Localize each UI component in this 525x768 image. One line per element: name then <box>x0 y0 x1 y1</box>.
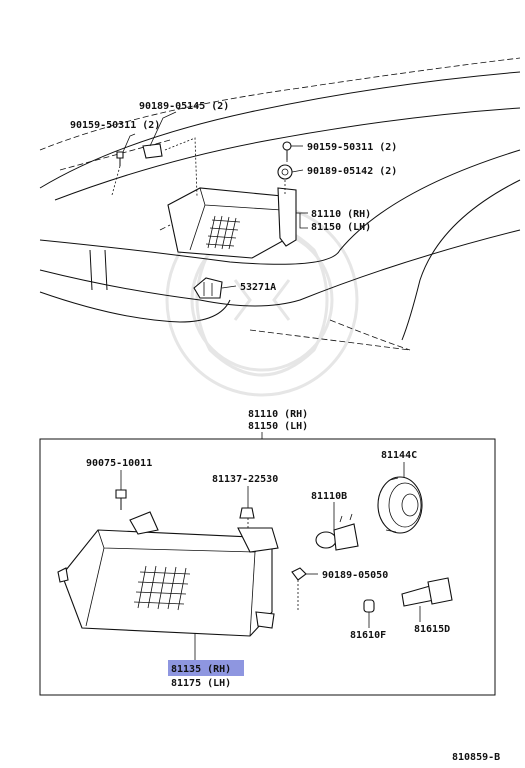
label-socket: 81615D <box>414 624 450 635</box>
socket-cover-81144c-icon <box>377 476 423 534</box>
label-retainer: 81137-22530 <box>212 474 278 485</box>
bulb-81610f-icon <box>363 599 375 613</box>
bracket-53271a-icon <box>193 277 223 299</box>
label-bolt-left: 90159-50311 (2) <box>70 120 160 131</box>
highlight-box <box>168 660 244 676</box>
screw-90075-icon <box>115 489 127 510</box>
label-lens-lh: 81175 (LH) <box>171 678 231 689</box>
label-clip-right: 90189-05142 (2) <box>307 166 397 177</box>
label-bulb-small: 81610F <box>350 630 386 641</box>
label-clip-left: 90189-05145 (2) <box>139 101 229 112</box>
figure-number: 810859-B <box>452 752 500 763</box>
label-lens-rh[interactable]: 81135 (RH) <box>171 664 231 675</box>
bulb-81110b-icon <box>315 513 359 551</box>
label-headlamp-rh: 81110 (RH) <box>311 209 371 220</box>
upper-bolt-left-icon <box>116 151 124 166</box>
socket-81615d-icon <box>401 577 453 607</box>
lower-headlamp-assembly <box>57 511 279 637</box>
label-headlamp-lh: 81150 (LH) <box>311 222 371 233</box>
label-grommet: 90189-05050 <box>322 570 388 581</box>
label-screw: 90075-10011 <box>86 458 152 469</box>
label-assembly-rh: 81110 (RH) <box>248 409 308 420</box>
label-socket-cover: 81144C <box>381 450 417 461</box>
retainer-81137-icon <box>239 507 255 519</box>
upper-clip-left-icon <box>142 143 163 159</box>
label-bracket: 53271A <box>240 282 276 293</box>
car-body-outline <box>39 57 521 351</box>
detail-box <box>39 438 496 696</box>
upper-clip-right-icon <box>277 164 293 180</box>
label-bulb: 81110B <box>311 491 347 502</box>
upper-bolt-right-icon <box>282 141 292 160</box>
label-bolt-right: 90159-50311 (2) <box>307 142 397 153</box>
grommet-90189-icon <box>291 567 307 581</box>
upper-headlamp-assembly <box>167 187 297 259</box>
label-assembly-lh: 81150 (LH) <box>248 421 308 432</box>
